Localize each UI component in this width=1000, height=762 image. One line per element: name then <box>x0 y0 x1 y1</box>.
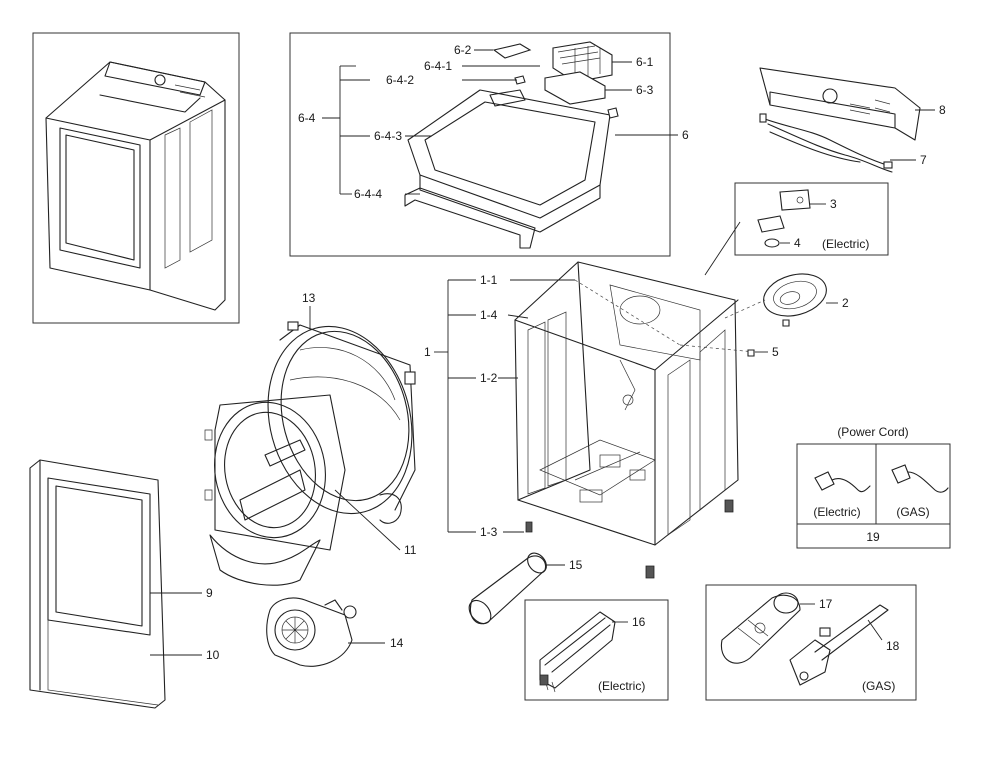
group-6-leaders <box>322 49 678 195</box>
power-cord-gas-label: (GAS) <box>896 505 929 519</box>
filter-case-6-3-illustration <box>544 71 606 105</box>
board-3-illustration <box>779 189 811 211</box>
screw-5-illustration <box>747 349 755 357</box>
callout-13: 13 <box>302 291 316 305</box>
power-cord-gas-illustration <box>891 464 949 493</box>
callout-16: 16 <box>632 615 646 629</box>
callout-1-4: 1-4 <box>480 308 498 322</box>
cover-6-2-illustration <box>492 43 532 59</box>
valve-18-illustration <box>789 604 889 686</box>
wire-harness-7-illustration <box>759 113 893 173</box>
callout-1-1: 1-1 <box>480 273 498 287</box>
dash-2 <box>724 299 766 319</box>
callout-4: 4 <box>794 236 801 250</box>
power-cord-title: (Power Cord) <box>837 425 908 439</box>
callout-6-2: 6-2 <box>454 43 472 57</box>
callout-19: 19 <box>866 530 880 544</box>
callout-3: 3 <box>830 197 837 211</box>
callout-8: 8 <box>939 103 946 117</box>
top-panel-group-frame <box>289 32 671 257</box>
cover-2-illustration <box>763 273 827 317</box>
power-cord-frame <box>796 443 951 549</box>
control-panel-8-illustration <box>759 67 921 141</box>
callout-6-4-3: 6-4-3 <box>374 129 402 143</box>
hinge-6-4-4-illustration <box>404 187 536 249</box>
callout-17: 17 <box>819 597 833 611</box>
heater-16-illustration <box>539 611 616 693</box>
note-electric-board: (Electric) <box>822 237 869 251</box>
top-panel-illustration <box>407 89 611 233</box>
callout-11: 11 <box>404 543 417 557</box>
note-heater-electric: (Electric) <box>598 679 645 693</box>
fan-housing-14-illustration <box>266 597 357 667</box>
electric-parts-frame <box>734 182 889 256</box>
callout-14: 14 <box>390 636 404 650</box>
callout-6-4-4: 6-4-4 <box>354 187 382 201</box>
complete-dryer-illustration <box>45 61 226 311</box>
leader-18 <box>867 619 883 641</box>
gas-burner-frame <box>705 584 917 701</box>
callout-6-4: 6-4 <box>298 111 316 125</box>
callout-1-3: 1-3 <box>480 525 498 539</box>
callout-1: 1 <box>424 345 431 359</box>
door-9-10-illustration <box>29 459 166 709</box>
callout-6-3: 6-3 <box>636 83 654 97</box>
screw-cover-illustration <box>782 319 790 327</box>
insulator-3-illustration <box>757 215 785 233</box>
duct-15-illustration <box>468 552 547 625</box>
electric-heater-frame <box>524 599 669 701</box>
callout-10: 10 <box>206 648 220 662</box>
note-burner-gas: (GAS) <box>862 679 895 693</box>
part-4-illustration <box>764 238 780 248</box>
front-frame-11-illustration <box>204 394 402 586</box>
callout-6-4-1: 6-4-1 <box>424 59 452 73</box>
callout-6: 6 <box>682 128 689 142</box>
complete-dryer-frame <box>32 32 240 324</box>
filter-6-1-illustration <box>552 41 613 83</box>
drum-13-illustration <box>267 321 416 515</box>
callout-6-4-2: 6-4-2 <box>386 73 414 87</box>
screw-6-4-2-illustration <box>514 75 526 85</box>
callout-18: 18 <box>886 639 900 653</box>
callout-1-2: 1-2 <box>480 371 498 385</box>
callout-7: 7 <box>920 153 927 167</box>
screw-6-4-1-illustration <box>607 107 619 119</box>
leader-11 <box>334 489 401 551</box>
burner-17-illustration <box>720 592 801 664</box>
callout-5: 5 <box>772 345 779 359</box>
cabinet-1-illustration <box>514 261 739 579</box>
callout-15: 15 <box>569 558 583 572</box>
group-1-leaders <box>434 279 756 533</box>
callout-2: 2 <box>842 296 849 310</box>
callout-9: 9 <box>206 586 213 600</box>
leader-electric-board <box>704 221 741 276</box>
callout-6-1: 6-1 <box>636 55 654 69</box>
power-cord-electric-label: (Electric) <box>813 505 860 519</box>
power-cord-electric-illustration <box>814 471 871 493</box>
